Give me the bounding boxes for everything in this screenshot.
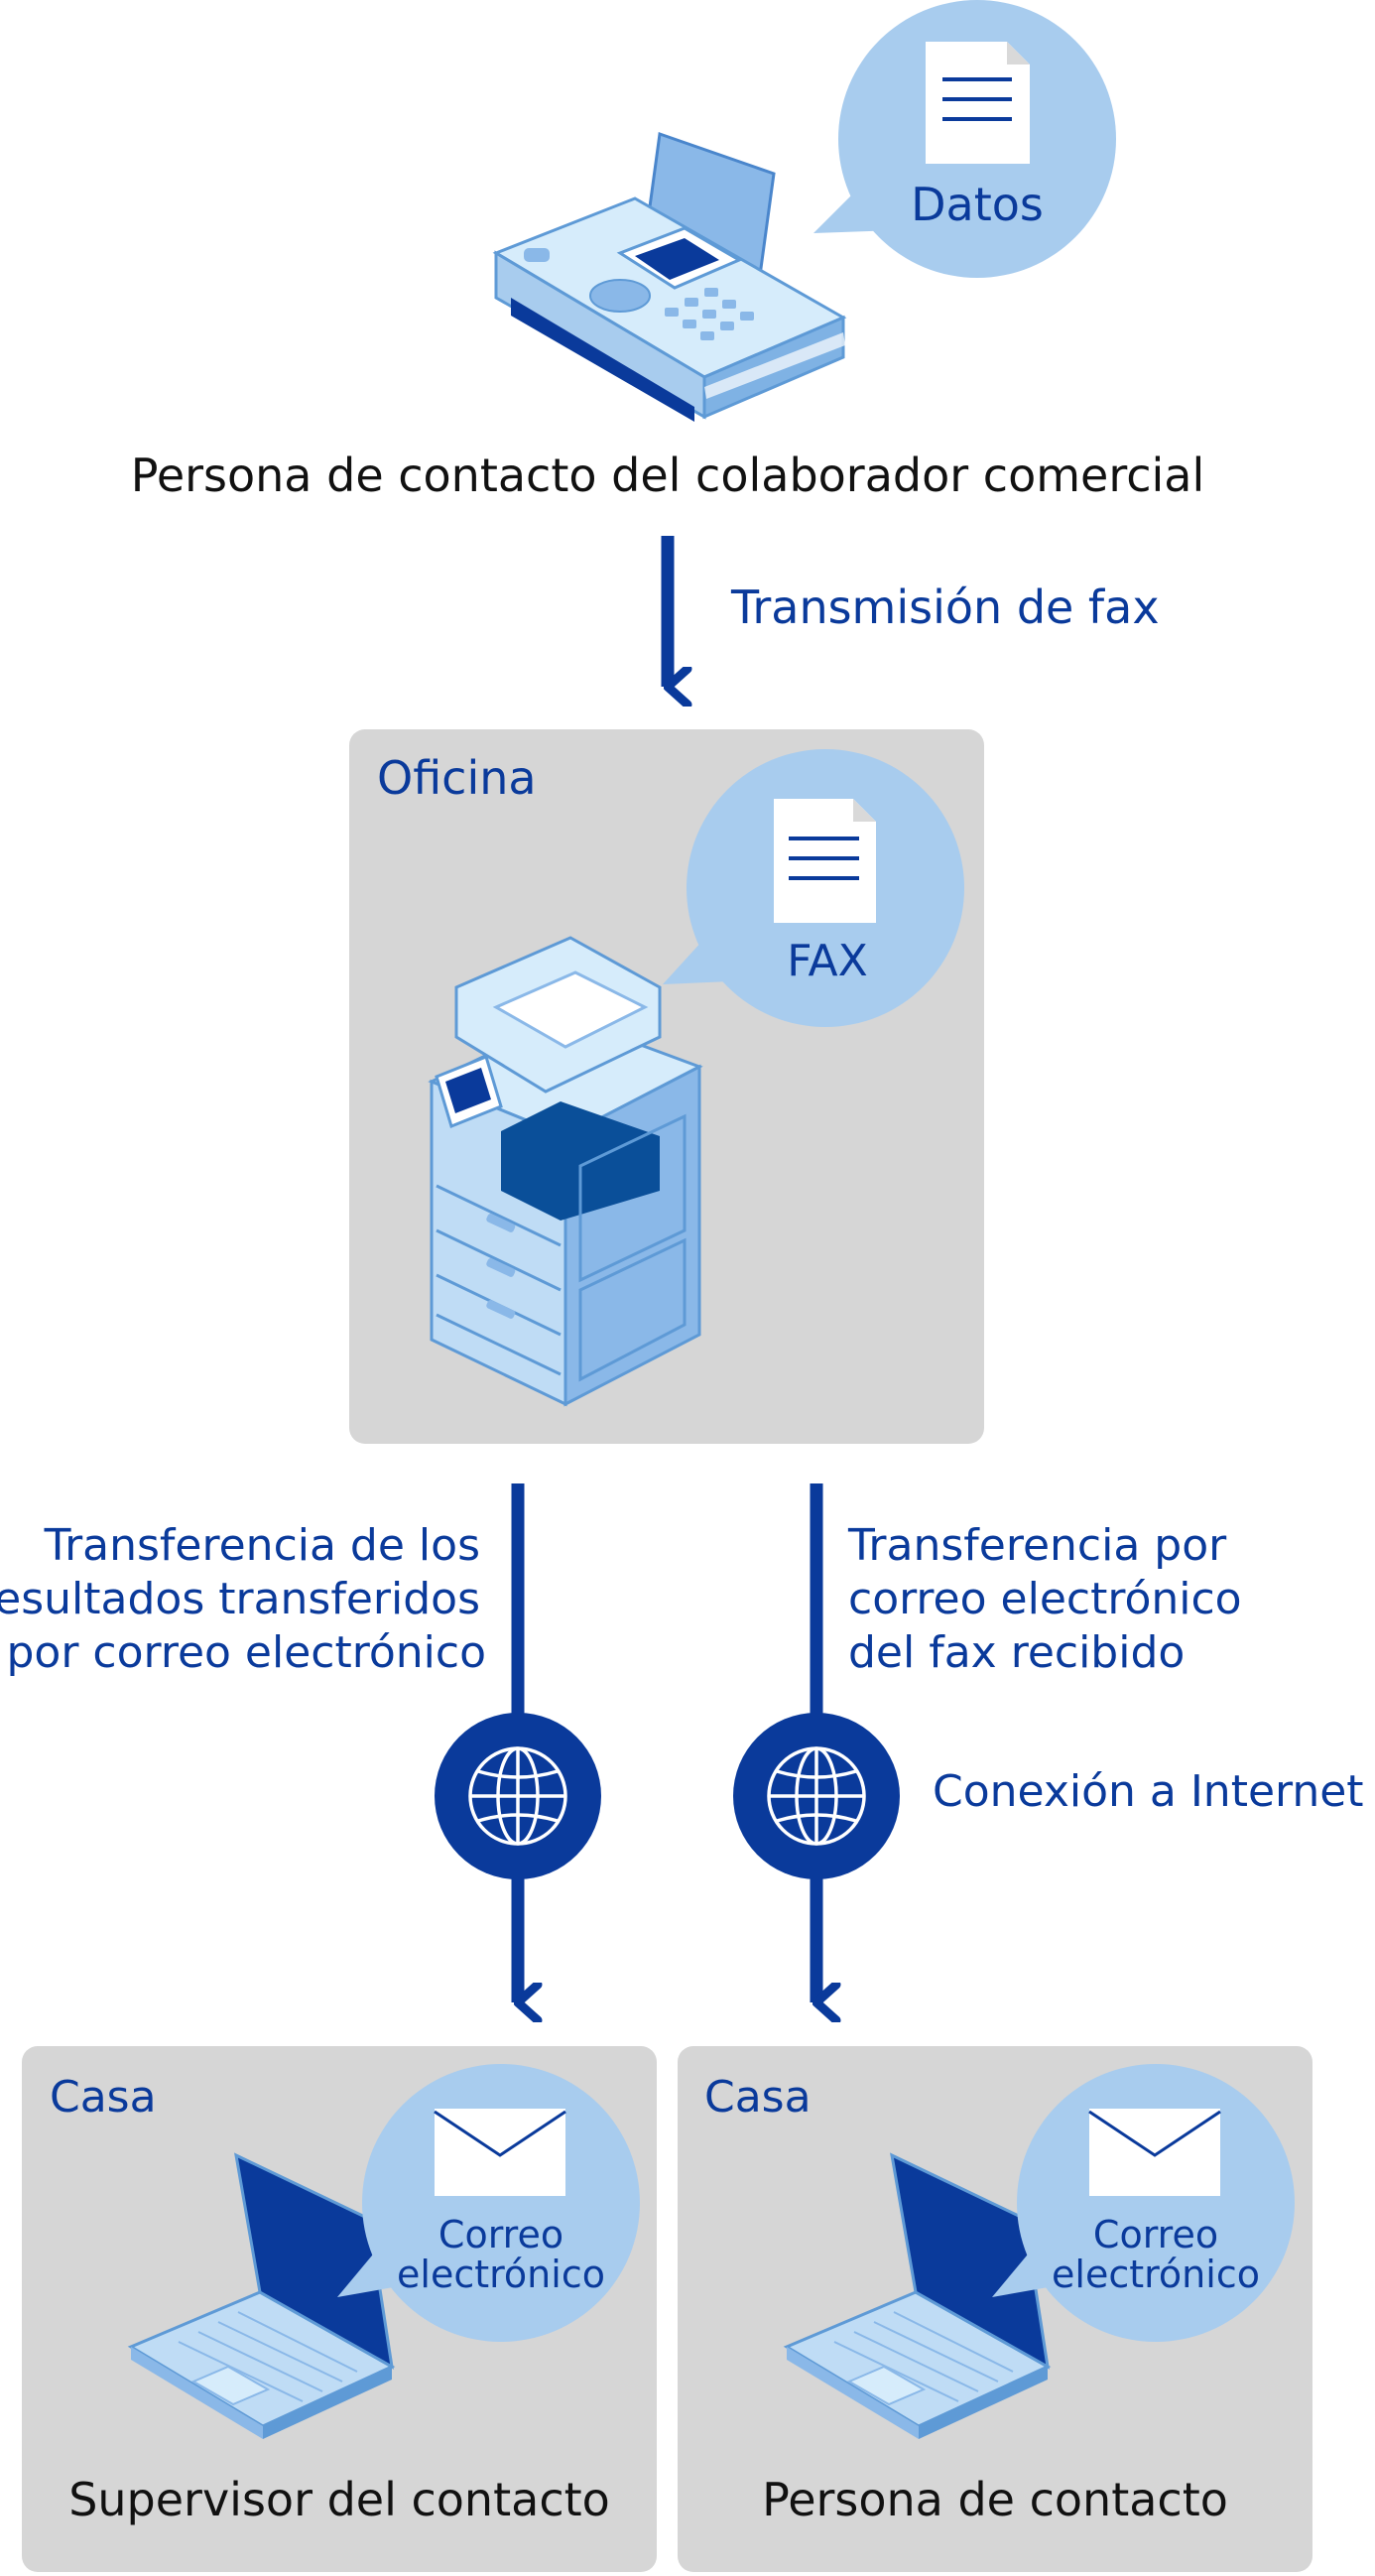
left-transfer-label-line2: resultados transferidos (0, 1574, 480, 1624)
fax-machine-icon (492, 131, 847, 422)
office-fax-bubble: FAX (663, 749, 964, 1027)
office-title: Oficina (377, 751, 537, 805)
multifunction-printer-icon (428, 936, 703, 1407)
home-left-mail-bubble: Correo electrónico (337, 2064, 640, 2342)
home-left-bubble-line1: Correo (438, 2213, 563, 2256)
home-right-laptop-icon (783, 2152, 1052, 2439)
envelope-icon (1088, 2109, 1221, 2196)
envelope-icon (434, 2109, 566, 2196)
globe-icon (468, 1746, 567, 1846)
right-transfer-label-line3: del fax recibido (848, 1627, 1185, 1678)
right-transfer-label-line1: Transferencia por (847, 1520, 1227, 1571)
home-left-title: Casa (50, 2072, 157, 2123)
home-left-bubble-line2: electrónico (397, 2253, 605, 2296)
home-right-mail-bubble: Correo electrónico (992, 2064, 1295, 2342)
document-icon (774, 799, 876, 923)
home-right-title: Casa (704, 2072, 812, 2123)
office-bubble-label: FAX (787, 936, 868, 986)
globe-icon (767, 1746, 866, 1846)
home-right-bubble-line1: Correo (1093, 2213, 1218, 2256)
right-transfer-label-line2: correo electrónico (848, 1574, 1242, 1624)
right-globe-node (733, 1713, 900, 1879)
home-right-bubble-line2: electrónico (1052, 2253, 1260, 2296)
home-left-laptop-icon (127, 2152, 396, 2439)
left-transfer-label-line3: por correo electrónico (6, 1627, 486, 1678)
transmission-label: Transmisión de fax (730, 580, 1160, 634)
left-globe-node (435, 1713, 601, 1879)
left-transfer-label-line1: Transferencia de los (44, 1520, 480, 1571)
sender-data-bubble: Datos (813, 0, 1116, 278)
home-right-caption: Persona de contacto (762, 2473, 1228, 2526)
home-left-caption: Supervisor del contacto (68, 2473, 610, 2526)
sender-caption: Persona de contacto del colaborador come… (131, 449, 1205, 502)
sender-bubble-label: Datos (911, 178, 1044, 231)
document-icon (926, 42, 1030, 164)
internet-label: Conexión a Internet (933, 1766, 1364, 1817)
